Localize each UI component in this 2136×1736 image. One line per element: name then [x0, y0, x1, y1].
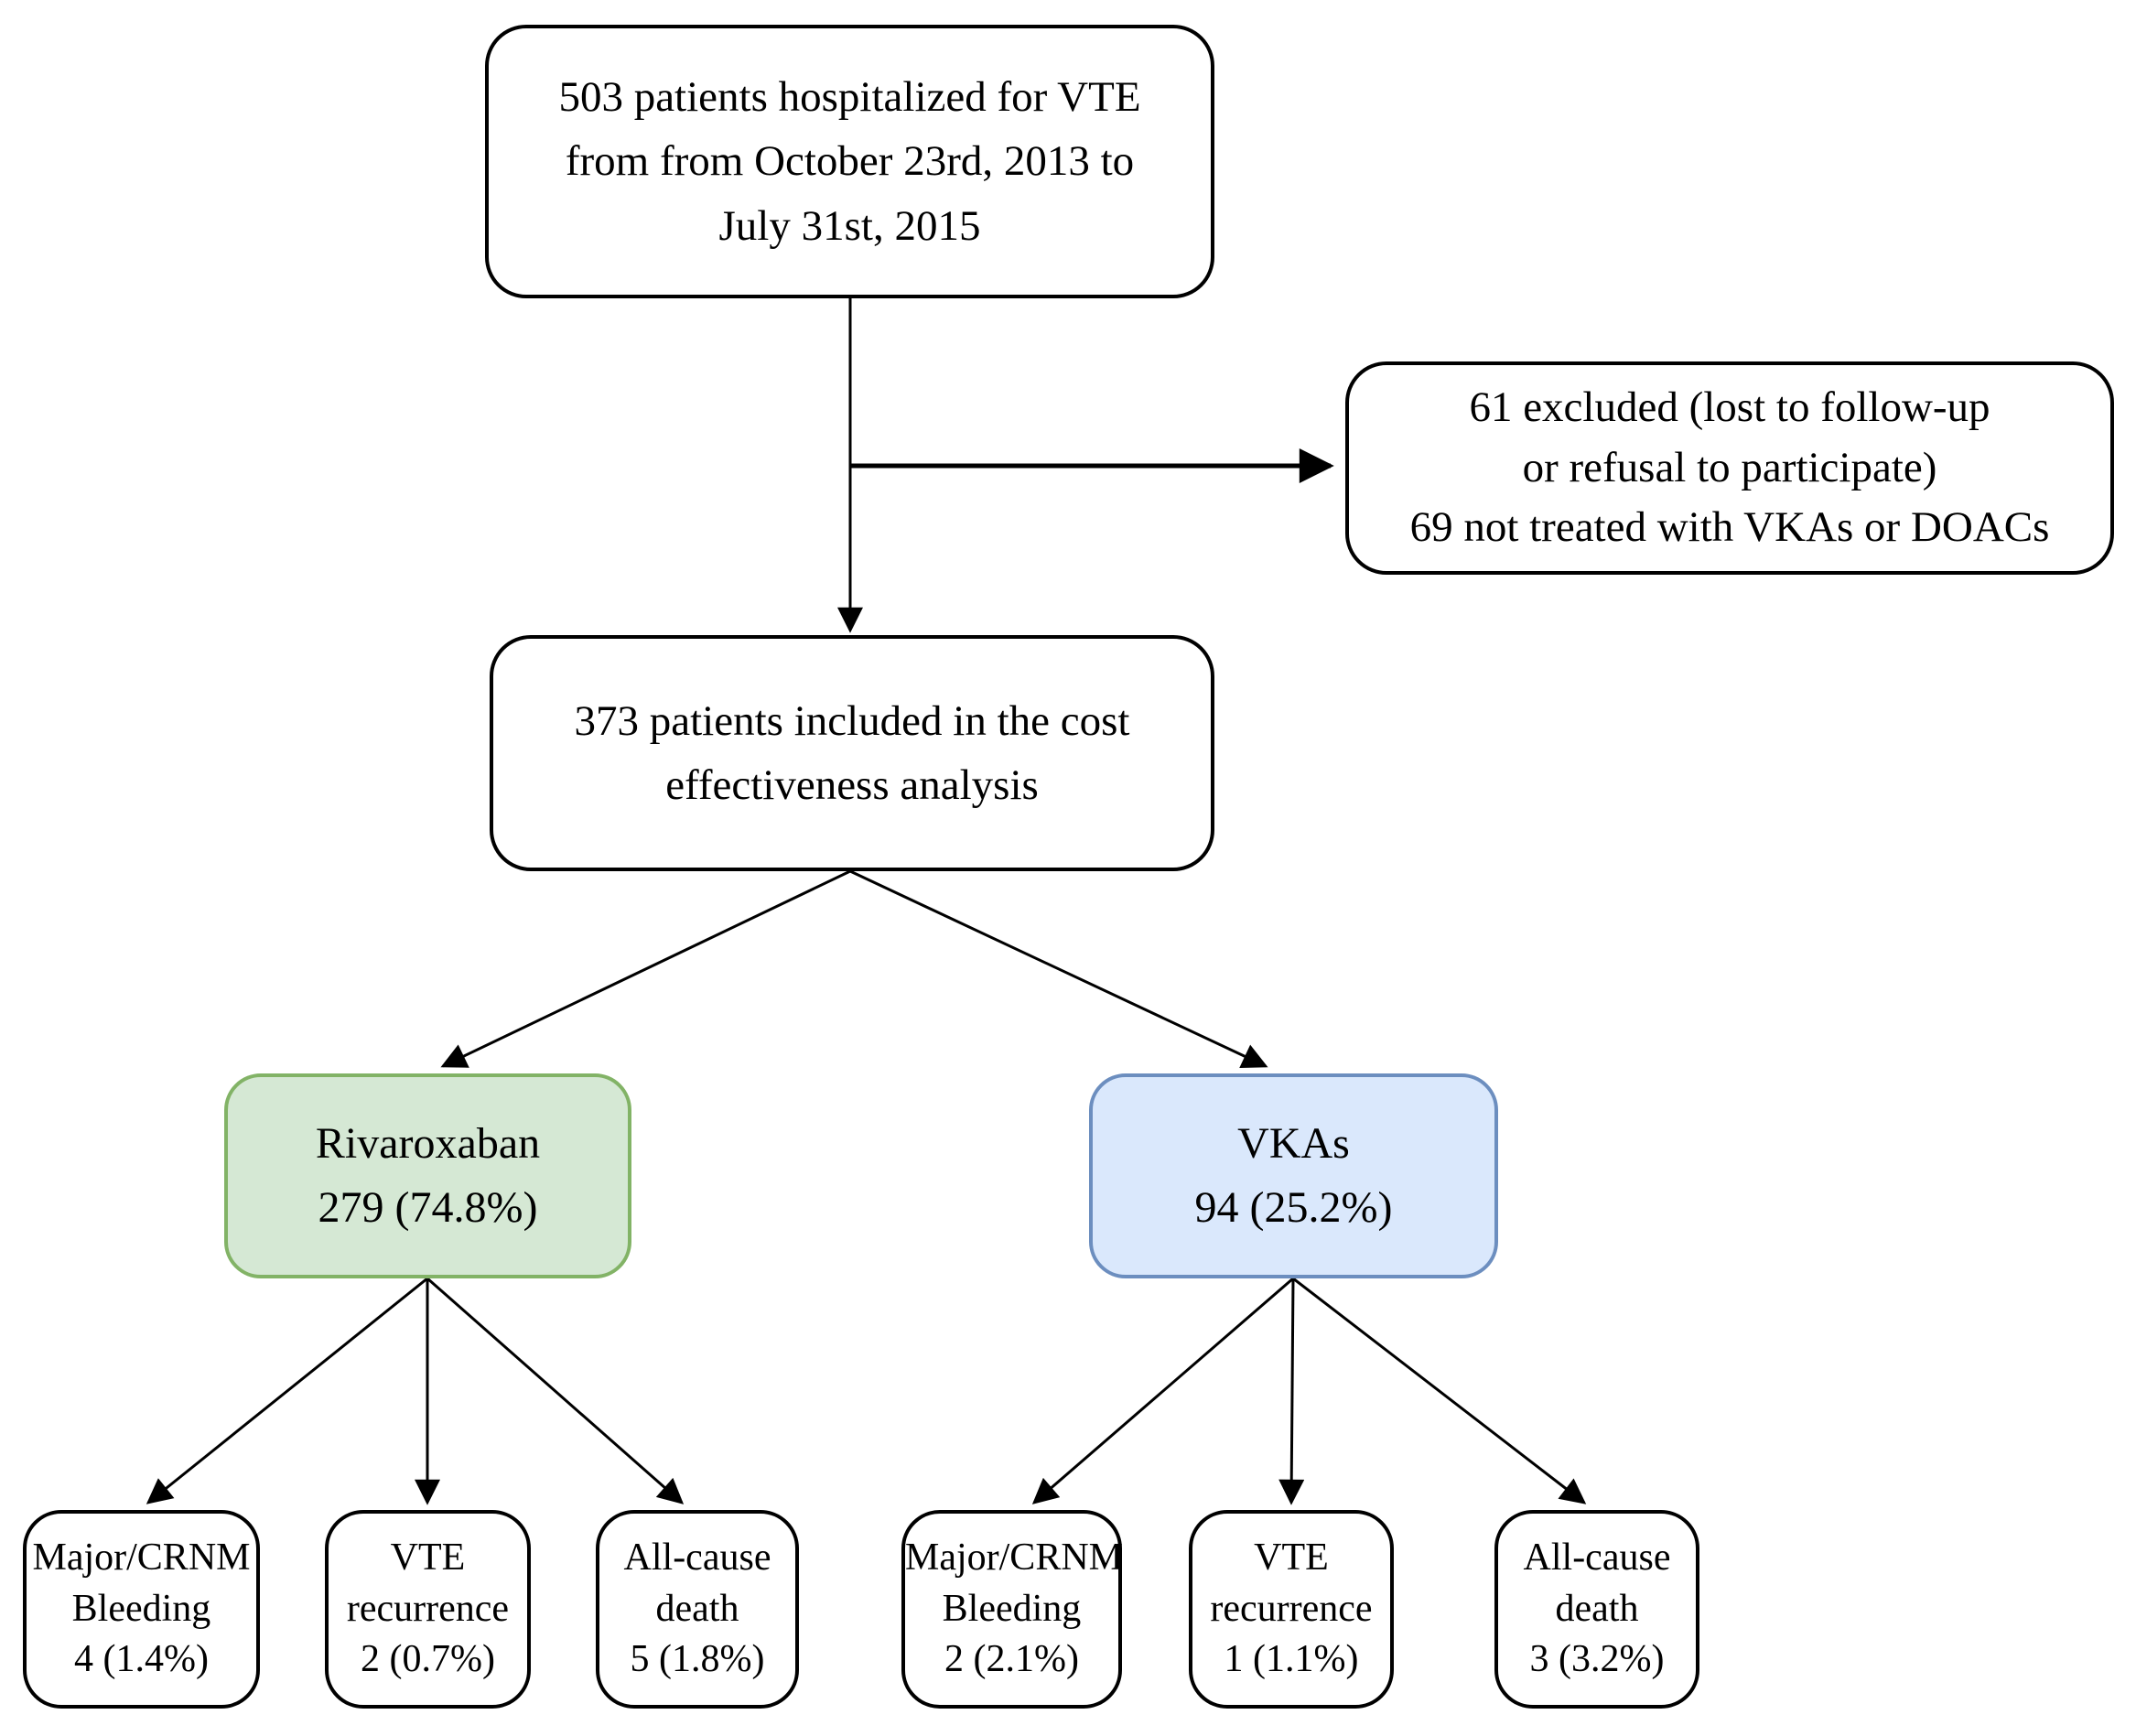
node-rivaroxaban-death-text: All-cause death 5 (1.8%)	[623, 1536, 771, 1681]
node-vkas-recurrence: VTE recurrence 1 (1.1%)	[1189, 1510, 1394, 1709]
arrow-included-to-vkas	[849, 869, 1268, 1068]
node-rivaroxaban-bleeding-text: Major/CRNM Bleeding 4 (1.4%)	[32, 1536, 251, 1681]
node-rivaroxaban-text: Rivaroxaban 279 (74.8%)	[315, 1119, 541, 1232]
node-rivaroxaban-bleeding: Major/CRNM Bleeding 4 (1.4%)	[23, 1510, 260, 1709]
node-vkas-bleeding-text: Major/CRNM Bleeding 2 (2.1%)	[905, 1536, 1124, 1681]
node-vkas-text: VKAs 94 (25.2%)	[1194, 1119, 1393, 1232]
node-rivaroxaban-arm: Rivaroxaban 279 (74.8%)	[224, 1073, 631, 1278]
node-vkas-recurrence-text: VTE recurrence 1 (1.1%)	[1210, 1536, 1373, 1681]
node-rivaroxaban-recurrence: VTE recurrence 2 (0.7%)	[325, 1510, 531, 1709]
node-included-patients: 373 patients included in the cost effect…	[490, 635, 1214, 871]
node-excluded-patients: 61 excluded (lost to follow-up or refusa…	[1345, 361, 2114, 575]
arrow-vkas-to-death	[1292, 1277, 1587, 1504]
node-enrolled-patients: 503 patients hospitalized for VTE from f…	[485, 25, 1214, 298]
node-enrolled-text: 503 patients hospitalized for VTE from f…	[558, 72, 1141, 250]
arrow-rivaroxaban-to-bleeding	[146, 1277, 428, 1504]
arrow-vkas-to-bleeding	[1031, 1277, 1294, 1504]
node-rivaroxaban-death: All-cause death 5 (1.8%)	[596, 1510, 799, 1709]
node-excluded-text: 61 excluded (lost to follow-up or refusa…	[1409, 383, 2050, 552]
arrow-rivaroxaban-to-death	[426, 1277, 685, 1504]
arrow-vkas-to-recurrence	[1278, 1278, 1305, 1505]
node-included-text: 373 patients included in the cost effect…	[574, 696, 1130, 810]
node-vkas-arm: VKAs 94 (25.2%)	[1089, 1073, 1498, 1278]
node-vkas-death-text: All-cause death 3 (3.2%)	[1523, 1536, 1671, 1681]
arrow-included-to-rivaroxaban	[440, 869, 851, 1068]
node-vkas-bleeding: Major/CRNM Bleeding 2 (2.1%)	[901, 1510, 1124, 1709]
node-rivaroxaban-recurrence-text: VTE recurrence 2 (0.7%)	[346, 1536, 510, 1681]
node-vkas-death: All-cause death 3 (3.2%)	[1494, 1510, 1699, 1709]
